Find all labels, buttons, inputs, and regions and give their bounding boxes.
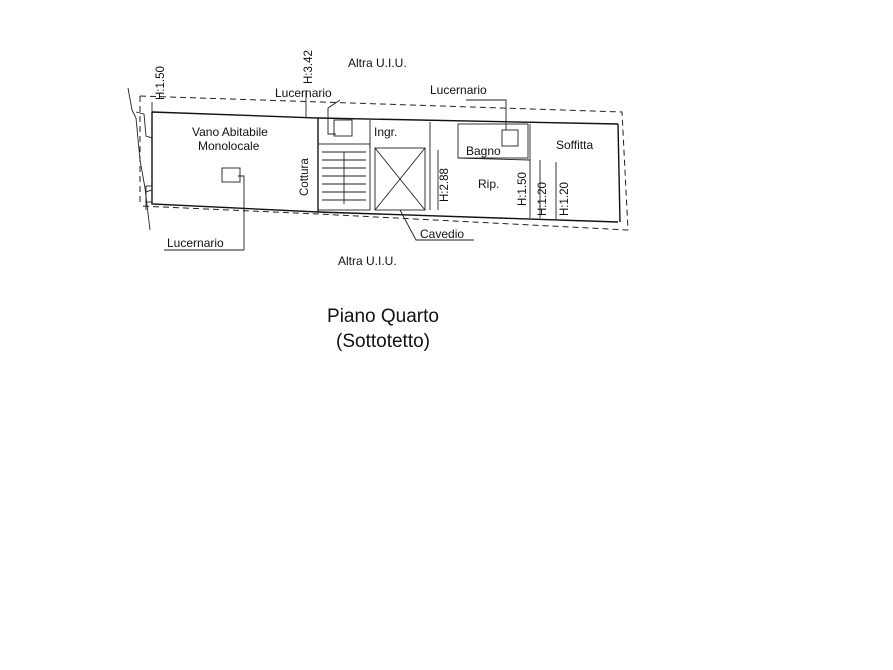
label-cavedio: Cavedio <box>420 227 464 241</box>
label-monolocale: Monolocale <box>198 139 260 153</box>
label-h342: H:3.42 <box>303 50 315 84</box>
label-lucernario-2: Lucernario <box>430 83 487 97</box>
property-boundary <box>139 95 629 231</box>
label-rip: Rip. <box>478 177 499 191</box>
plan-subtitle: (Sottotetto) <box>336 331 430 352</box>
skylight-symbols <box>145 119 519 203</box>
label-h120-a: H:1.20 <box>537 182 549 216</box>
label-vano-abitabile: Vano Abitabile <box>192 125 268 139</box>
staircase <box>322 151 366 204</box>
label-h150-right: H:1.50 <box>517 172 529 206</box>
label-altra-top: Altra U.I.U. <box>348 56 407 70</box>
label-ingr: Ingr. <box>374 125 397 139</box>
label-h150-left: H:1.50 <box>155 66 167 100</box>
leader-lines <box>151 90 507 251</box>
label-h120-b: H:1.20 <box>559 182 571 216</box>
plan-title: Piano Quarto <box>327 306 439 327</box>
label-altra-bottom: Altra U.I.U. <box>338 254 397 268</box>
main-walls <box>151 111 621 223</box>
label-lucernario-3: Lucernario <box>167 236 224 250</box>
label-lucernario-1: Lucernario <box>275 86 332 100</box>
label-cottura: Cottura <box>299 158 311 196</box>
label-h288: H:2.88 <box>439 168 451 202</box>
label-soffitta: Soffitta <box>556 138 593 152</box>
label-bagno: Bagno <box>466 144 501 158</box>
